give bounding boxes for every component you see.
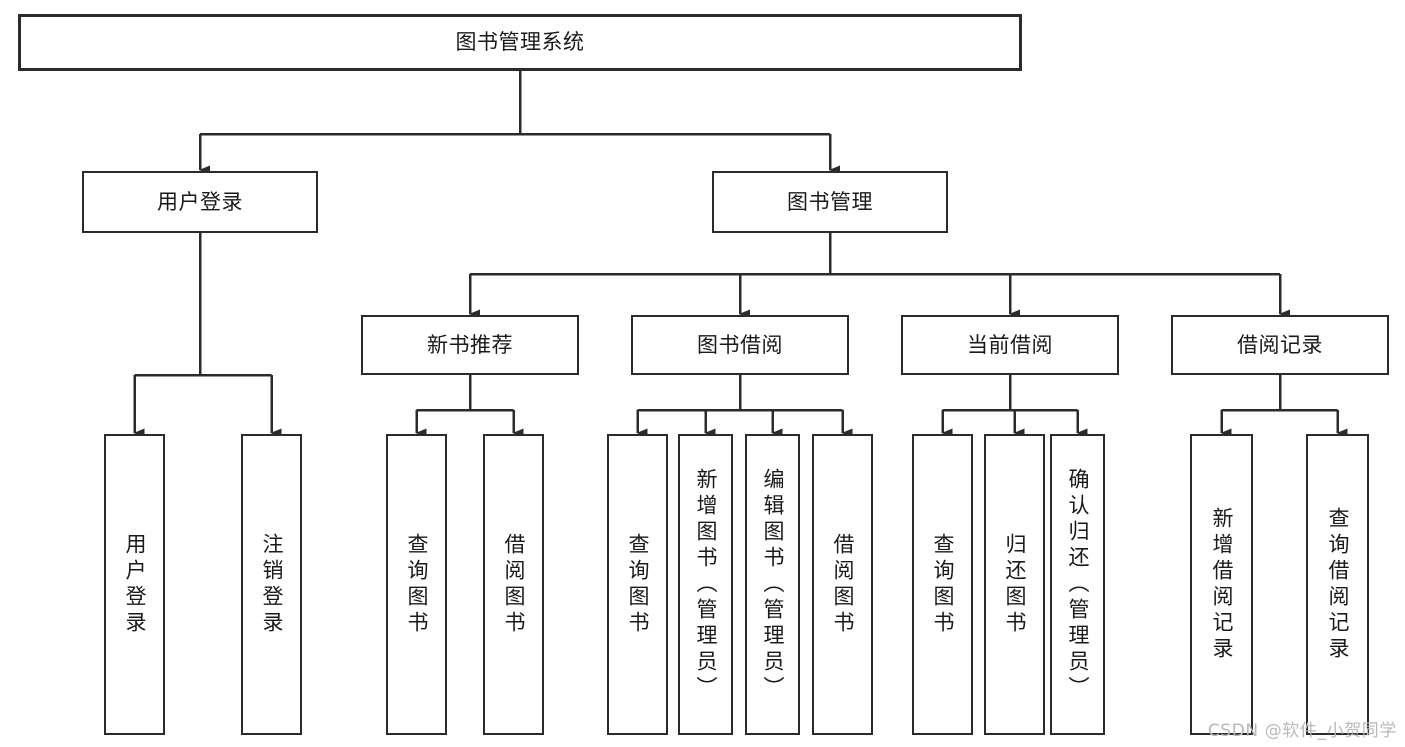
node-l-qbook3[interactable]: 查询图书 xyxy=(912,434,973,735)
node-label: 图书管理系统 xyxy=(455,30,585,55)
node-l-logout[interactable]: 注销登录 xyxy=(241,434,302,735)
node-l-editbook[interactable]: 编辑图书（管理员） xyxy=(745,434,800,735)
node-label: 图书管理 xyxy=(787,189,873,214)
node-label: 借阅图书 xyxy=(831,532,855,637)
node-l-addbook[interactable]: 新增图书（管理员） xyxy=(678,434,733,735)
node-label: 图书借阅 xyxy=(697,332,783,357)
node-label: 新书推荐 xyxy=(427,332,513,357)
node-records[interactable]: 借阅记录 xyxy=(1171,315,1389,375)
node-l-bbook1[interactable]: 借阅图书 xyxy=(483,434,544,735)
node-label: 注销登录 xyxy=(260,532,284,637)
node-label: 查询借阅记录 xyxy=(1326,506,1350,663)
node-label: 用户登录 xyxy=(123,532,147,637)
node-l-bbook2[interactable]: 借阅图书 xyxy=(812,434,873,735)
node-borrow[interactable]: 图书借阅 xyxy=(631,315,849,375)
edge-layer xyxy=(133,71,1348,438)
node-label: 查询图书 xyxy=(931,532,955,637)
node-root[interactable]: 图书管理系统 xyxy=(18,14,1022,71)
node-l-confirm[interactable]: 确认归还（管理员） xyxy=(1050,434,1105,735)
node-l-addrec[interactable]: 新增借阅记录 xyxy=(1190,434,1253,735)
node-label: 新增借阅记录 xyxy=(1210,506,1234,663)
node-label: 当前借阅 xyxy=(967,332,1053,357)
node-label: 归还图书 xyxy=(1003,532,1027,637)
node-label: 借阅图书 xyxy=(502,532,526,637)
node-bookmgmt[interactable]: 图书管理 xyxy=(712,171,948,233)
node-label: 用户登录 xyxy=(157,189,243,214)
node-label: 新增图书（管理员） xyxy=(694,467,718,702)
node-label: 查询图书 xyxy=(405,532,429,637)
node-l-return[interactable]: 归还图书 xyxy=(984,434,1045,735)
node-l-qrec[interactable]: 查询借阅记录 xyxy=(1306,434,1369,735)
node-current[interactable]: 当前借阅 xyxy=(901,315,1119,375)
node-label: 查询图书 xyxy=(626,532,650,637)
node-newbook[interactable]: 新书推荐 xyxy=(361,315,579,375)
node-l-login[interactable]: 用户登录 xyxy=(104,434,165,735)
node-l-qbook2[interactable]: 查询图书 xyxy=(607,434,668,735)
node-label: 借阅记录 xyxy=(1237,332,1323,357)
node-label: 编辑图书（管理员） xyxy=(761,467,785,702)
node-login[interactable]: 用户登录 xyxy=(82,171,318,233)
node-l-qbook1[interactable]: 查询图书 xyxy=(386,434,447,735)
node-label: 确认归还（管理员） xyxy=(1066,467,1090,702)
